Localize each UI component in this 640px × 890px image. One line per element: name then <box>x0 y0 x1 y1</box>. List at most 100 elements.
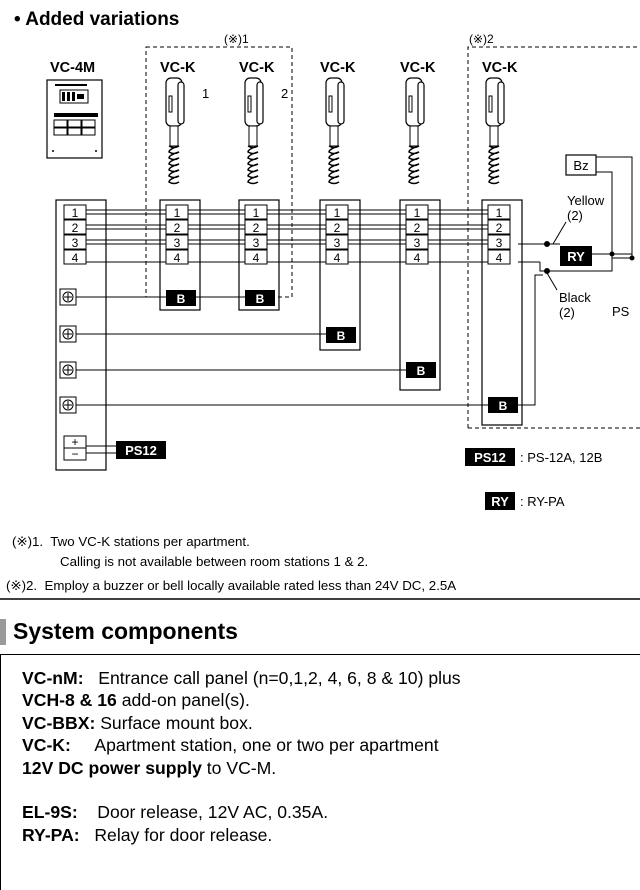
svg-text:Bz: Bz <box>573 158 588 173</box>
terminal-number: 3 <box>334 236 341 250</box>
svg-text:B: B <box>177 292 186 306</box>
terminal-cell <box>405 204 429 220</box>
yellow-label: Yellow <box>567 193 605 208</box>
terminal-number: 1 <box>414 206 421 220</box>
component-description: to VC-M. <box>201 757 277 778</box>
component-description: Door release, 12V AC, 0.35A. <box>77 802 329 823</box>
handset-icon <box>405 77 425 185</box>
wiring-diagram: • Added variations (※)1 (※)2 VC-4M VC-K … <box>0 9 640 600</box>
terminal-number: 1 <box>334 206 341 220</box>
terminal-cell <box>165 219 189 235</box>
terminal-number: 3 <box>496 236 503 250</box>
terminal-cell <box>165 204 189 220</box>
terminal-number: 1 <box>72 206 79 220</box>
terminal-cell <box>63 204 87 220</box>
component-name: RY-PA: <box>22 824 80 845</box>
station-label-5: VC-K <box>482 60 518 76</box>
terminal-cell <box>325 249 349 265</box>
svg-text:PS12: PS12 <box>474 450 506 465</box>
terminal-cell <box>63 234 87 250</box>
component-description: Apartment station, one or two per apartm… <box>70 735 439 756</box>
terminal-number: 1 <box>496 206 503 220</box>
svg-text:PS12: PS12 <box>125 443 157 458</box>
terminal-number: 2 <box>496 221 503 235</box>
ps-label: PS <box>612 304 630 319</box>
terminal-number: 2 <box>253 221 260 235</box>
terminal-cell <box>487 234 511 250</box>
component-line: VCH-8 & 16 add-on panel(s). <box>22 689 461 711</box>
entrance-panel-icon <box>46 79 103 159</box>
svg-text:B: B <box>256 292 265 306</box>
handset-icon <box>485 77 505 185</box>
terminal-cell <box>325 219 349 235</box>
terminal-number: 4 <box>334 251 341 265</box>
b-connector: B <box>406 362 436 378</box>
legend-ps12: PS12 : PS-12A, 12B <box>465 448 602 466</box>
b-connector: B <box>166 290 196 306</box>
terminal-cell <box>244 219 268 235</box>
diagram-title: • Added variations <box>14 9 179 30</box>
terminal-cell <box>405 234 429 250</box>
black-leader <box>546 272 558 291</box>
terminal-number: 2 <box>414 221 421 235</box>
terminal-cell <box>244 249 268 265</box>
component-line: VC-K: Apartment station, one or two per … <box>22 734 461 756</box>
yellow-leader <box>552 221 567 245</box>
terminal-number: 2 <box>334 221 341 235</box>
terminal-cell <box>325 204 349 220</box>
terminal-cell <box>244 234 268 250</box>
bz-box: Bz <box>565 154 597 176</box>
component-description: add-on panel(s). <box>116 690 250 711</box>
handset-icon <box>325 77 345 185</box>
terminal-number: 3 <box>253 236 260 250</box>
legend-ry: RY : RY-PA <box>485 492 565 510</box>
bz-wiring <box>544 156 635 274</box>
b-connector: B <box>245 290 275 306</box>
terminal-cell <box>63 249 87 265</box>
mark-1: (※)1 <box>224 32 249 46</box>
black-count: (2) <box>559 305 575 320</box>
ps12-box: PS12 <box>116 441 166 459</box>
terminal-number: 4 <box>72 251 79 265</box>
earth-lines <box>76 274 543 454</box>
station-label-1: VC-K <box>160 60 196 76</box>
station-box-2 <box>238 199 280 311</box>
component-line: 12V DC power supply to VC-M. <box>22 757 461 779</box>
svg-text:−: − <box>71 447 78 461</box>
terminal-cell <box>405 249 429 265</box>
terminal-number: 4 <box>496 251 503 265</box>
station-box-1 <box>159 199 201 311</box>
component-name: 12V DC power supply <box>22 757 202 778</box>
terminal-cell <box>405 219 429 235</box>
heading-accent-bar <box>0 619 6 645</box>
terminal-cell <box>487 249 511 265</box>
component-description: Surface mount box. <box>95 712 253 733</box>
component-name: VC-nM: <box>22 668 84 688</box>
black-label: Black <box>559 290 591 305</box>
earth-icons <box>59 288 77 414</box>
svg-text:B: B <box>337 329 346 343</box>
component-description: Entrance call panel (n=0,1,2, 4, 6, 8 & … <box>83 668 461 688</box>
terminal-cell <box>487 219 511 235</box>
terminal-cell <box>244 204 268 220</box>
terminal-number: 4 <box>253 251 260 265</box>
component-name: VCH-8 & 16 <box>22 690 117 711</box>
station-box-4 <box>399 199 441 391</box>
yellow-count: (2) <box>567 208 583 223</box>
handset-icon <box>244 77 264 185</box>
station-box-5 <box>481 199 523 426</box>
components-list: VC-nM: Entrance call panel (n=0,1,2, 4, … <box>22 667 461 846</box>
svg-text:+: + <box>71 435 78 449</box>
component-line: EL-9S: Door release, 12V AC, 0.35A. <box>22 801 461 823</box>
component-name: EL-9S: <box>22 802 78 823</box>
note-1b: Calling is not available between room st… <box>60 554 368 569</box>
mark-2: (※)2 <box>469 32 494 46</box>
terminal-number: 2 <box>174 221 181 235</box>
terminal-cell <box>165 234 189 250</box>
component-description: Relay for door release. <box>79 824 273 845</box>
terminal-number: 1 <box>253 206 260 220</box>
terminal-number: 3 <box>72 236 79 250</box>
handset-number-2: 2 <box>281 86 288 101</box>
station-label-4: VC-K <box>400 60 436 76</box>
terminal-number: 1 <box>174 206 181 220</box>
